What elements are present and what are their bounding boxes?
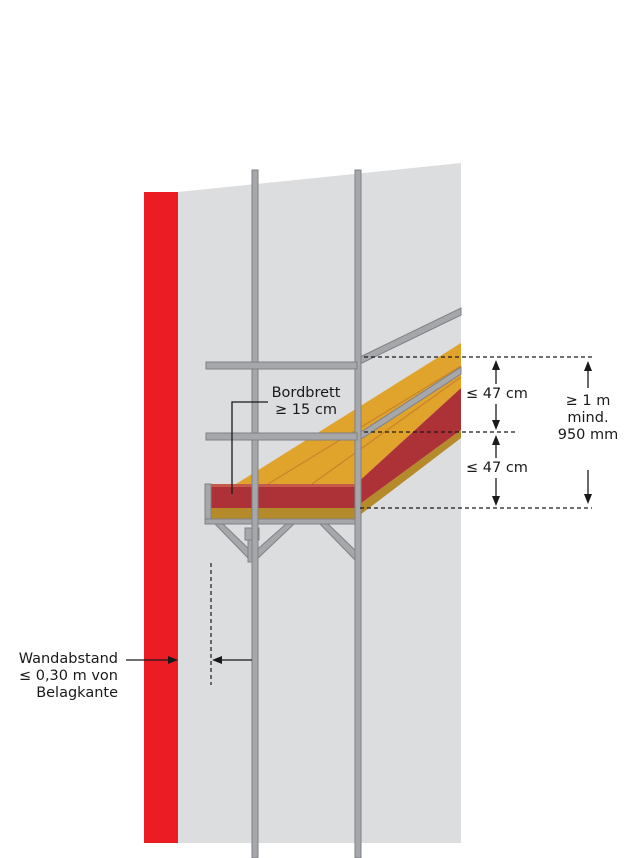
guardrail-top: [205, 361, 358, 370]
total-height-line1: ≥ 1 m: [565, 393, 611, 409]
upper-gap-label: ≤ 47 cm: [466, 386, 528, 402]
wall-distance-line3: Belagkante: [36, 685, 118, 701]
wall-front-face: [144, 192, 178, 843]
deck-underside-strip: [356, 430, 461, 518]
lower-gap-arrows: [492, 435, 500, 506]
deck-plank-seam: [267, 365, 462, 485]
total-height-arrows: [584, 361, 592, 504]
wall-distance-label: Wandabstand ≤ 0,30 m von Belagkante: [0, 651, 118, 702]
deck-edge-strip: [210, 508, 356, 519]
toe-board-receding: [356, 388, 461, 507]
wall-distance-line1: Wandabstand: [18, 651, 118, 667]
wall-distance-line2: ≤ 0,30 m von: [18, 668, 118, 684]
total-height-label: ≥ 1 m mind. 950 mm: [548, 393, 628, 444]
total-height-line2: mind.: [567, 410, 609, 426]
bordbrett-label-line2: ≥ 15 cm: [275, 402, 337, 418]
toe-board-top-edge: [210, 484, 356, 487]
guardrail-middle: [205, 432, 358, 441]
bordbrett-label-line1: Bordbrett: [271, 385, 341, 401]
toe-board-front: [210, 484, 356, 508]
total-height-line3: 950 mm: [557, 427, 619, 443]
bordbrett-leader-line: [231, 401, 268, 494]
wall-distance-arrows: [126, 656, 252, 664]
deck-plank-seam: [311, 376, 462, 485]
deck-top-surface: [236, 343, 461, 484]
scaffold-standard-left: [251, 169, 259, 858]
lower-gap-label: ≤ 47 cm: [466, 460, 528, 476]
upper-gap-arrows: [492, 360, 500, 430]
scaffold-standard-right: [354, 169, 362, 858]
bordbrett-label: Bordbrett ≥ 15 cm: [262, 385, 350, 419]
height-reference-lines: [210, 356, 592, 685]
guardrail-receding: [357, 307, 462, 442]
